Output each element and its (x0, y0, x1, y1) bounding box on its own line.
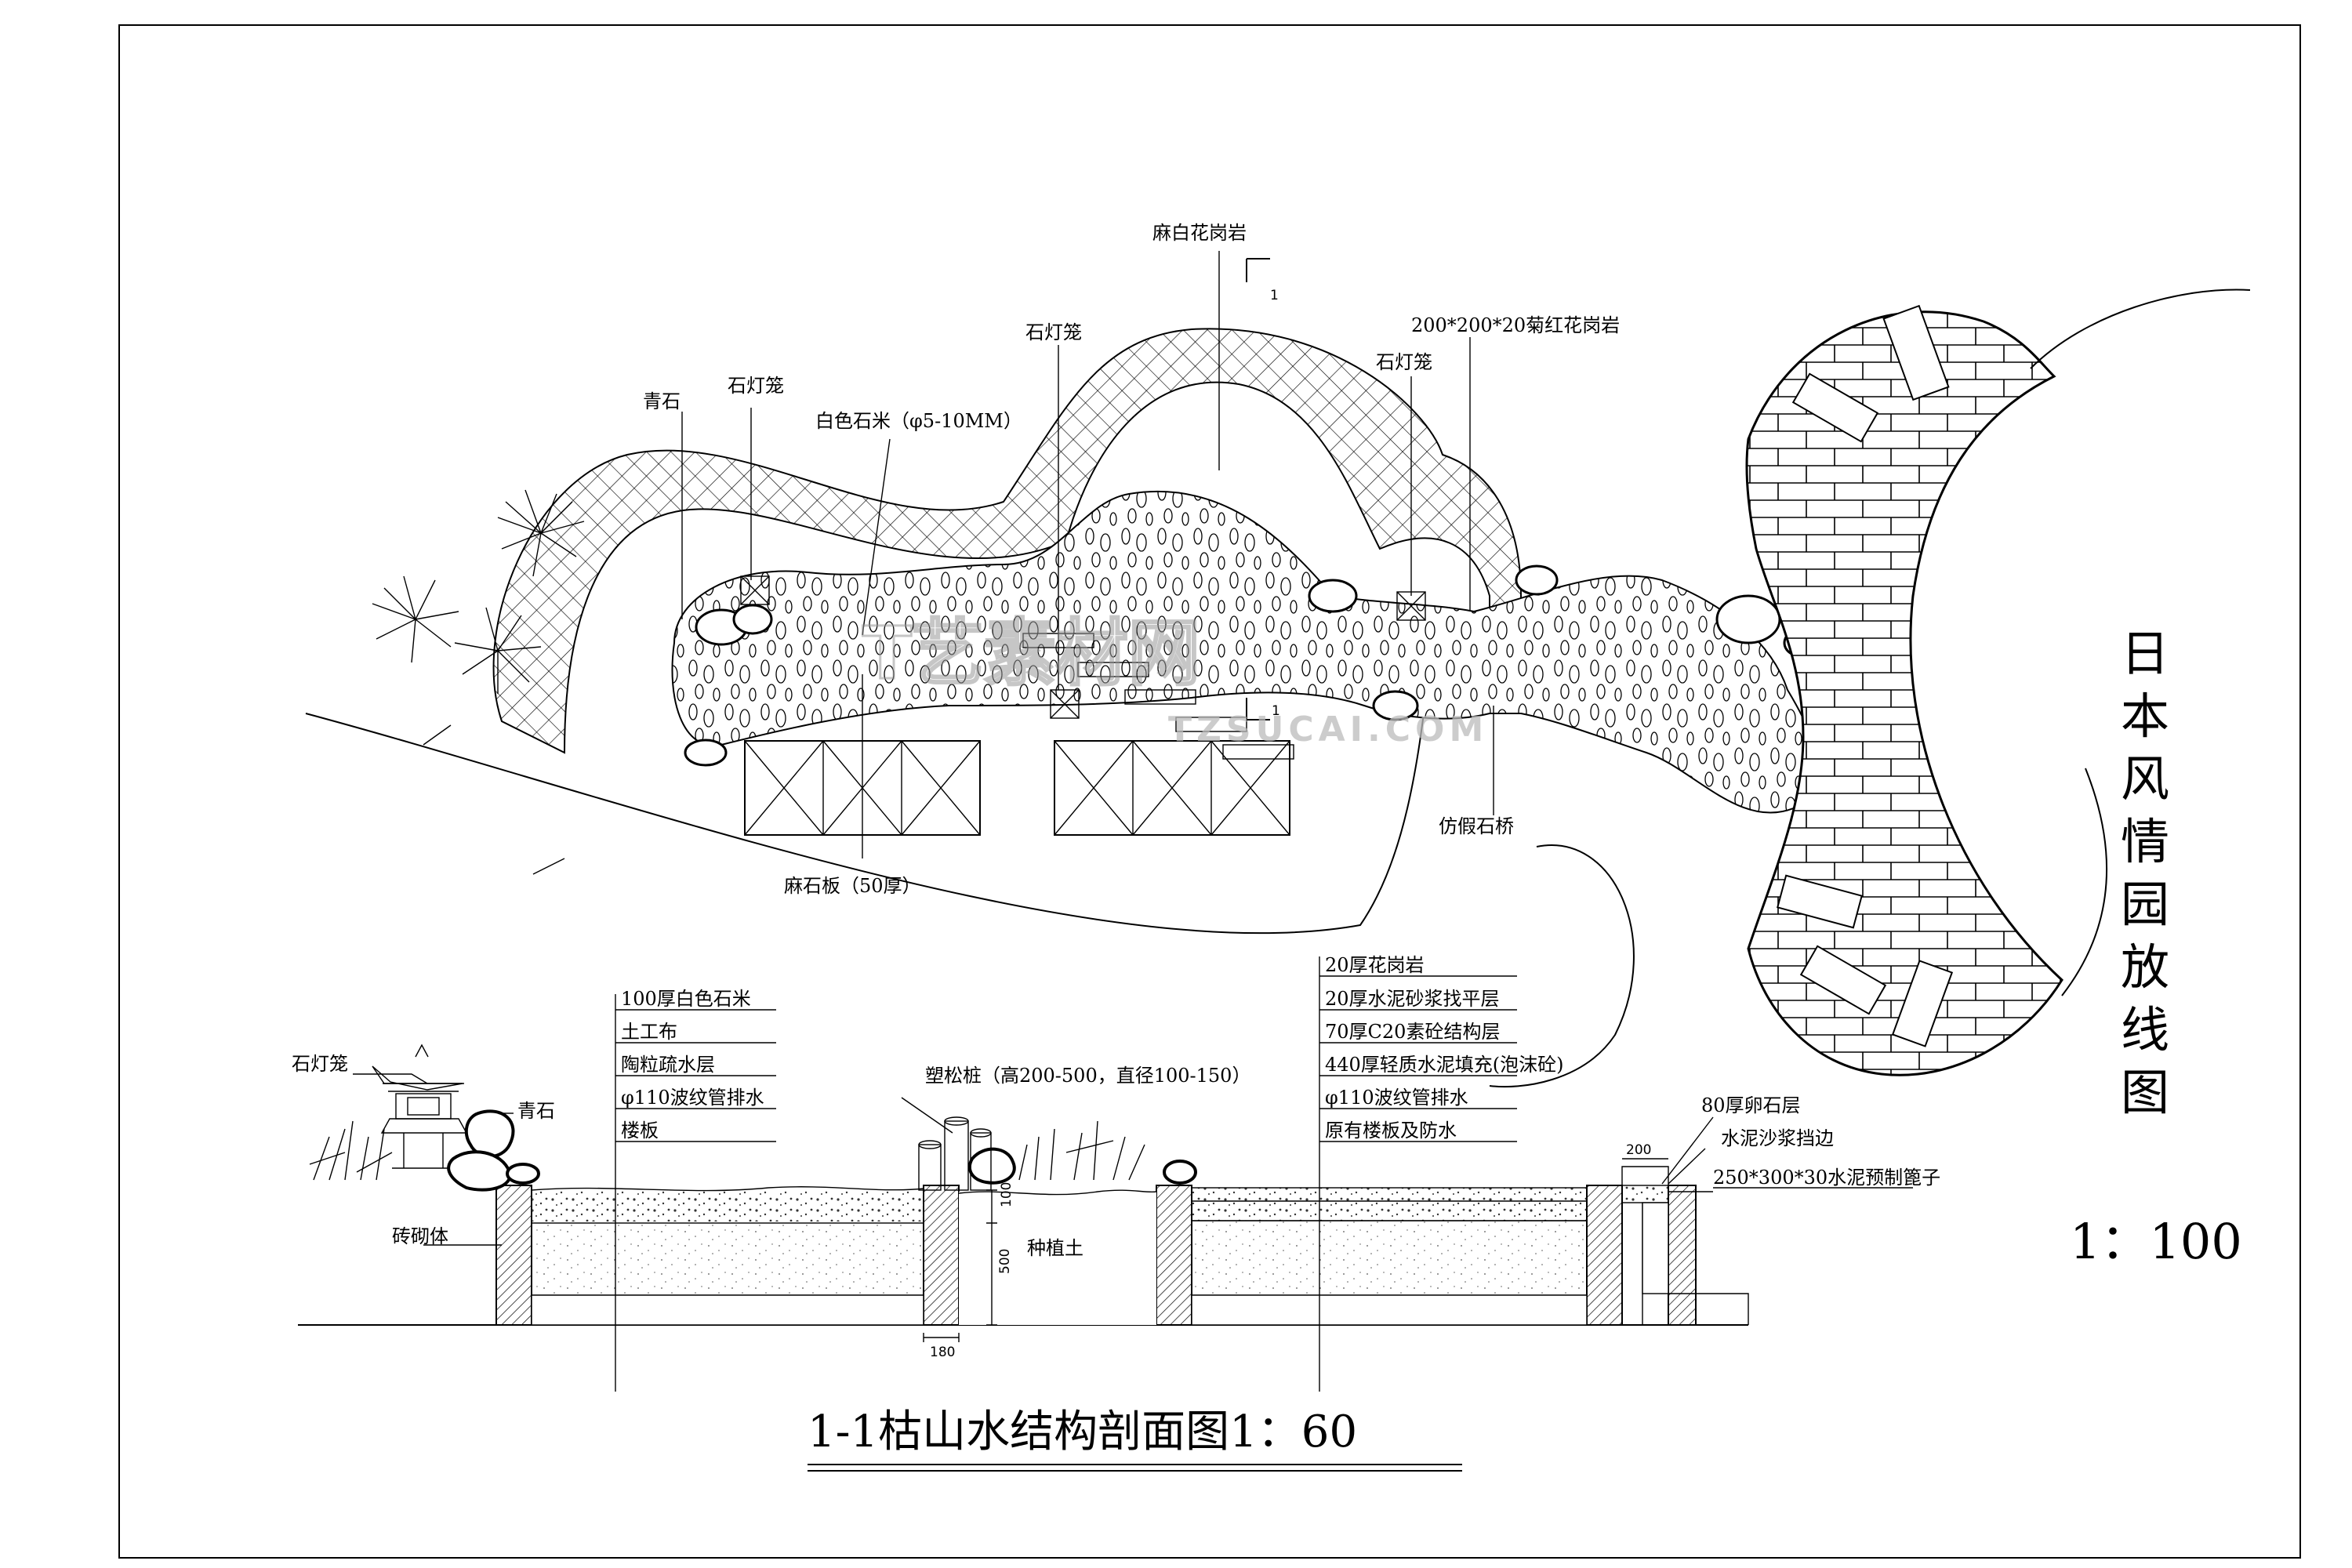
title-char-7: 线 (2121, 1001, 2169, 1058)
pine-posts (918, 1116, 992, 1191)
label-lantern-2: 石灯笼 (728, 375, 784, 397)
label-pine-post: 塑松桩（高200-500，直径100-150） (925, 1065, 1250, 1087)
watermark-sub: TZSUCAI.COM (1168, 710, 1488, 750)
right-layer-2: 20厚水泥砂浆找平层 (1325, 988, 1500, 1010)
watermark-main: T艺素材网 (862, 612, 1200, 695)
label-granite-top: 麻白花岗岩 (1152, 222, 1247, 244)
basin-2-soil (1191, 1220, 1588, 1296)
title-char-3: 风 (2121, 750, 2169, 808)
stone-slabs (744, 740, 1290, 836)
section-title-underline (808, 1464, 1462, 1472)
rocks (684, 564, 1824, 767)
label-stone-slab: 麻石板（50厚） (784, 875, 921, 897)
basin-2-gravel (1191, 1187, 1588, 1221)
lantern-marks (740, 575, 1426, 719)
title-char-8: 图 (2121, 1064, 2169, 1121)
left-layer-5: 楼板 (621, 1120, 659, 1142)
brick-stepping-stones (1777, 304, 1954, 1047)
section-mark-number-top: 1 (1270, 288, 1279, 303)
middle-shrubs (1018, 1120, 1145, 1181)
dim-180: 180 (930, 1345, 955, 1360)
label-mortar-edge: 水泥沙浆挡边 (1721, 1127, 1834, 1149)
plan-left-arc (305, 650, 1432, 935)
drain-pebbles (1621, 1185, 1669, 1203)
label-masonry: 砖砌体 (392, 1225, 448, 1247)
left-layer-2: 土工布 (621, 1021, 677, 1043)
plan-small-arc (1489, 844, 1635, 1088)
granite-mesh-band (492, 328, 1522, 754)
lantern-elevation (372, 1044, 468, 1169)
section-cut-mark (1246, 258, 1270, 720)
label-lantern-3: 石灯笼 (1376, 351, 1432, 373)
dim-100: 100 (999, 1182, 1014, 1207)
right-layer-3: 70厚C20素砼结构层 (1325, 1021, 1500, 1043)
masonry-wall-4 (1586, 1185, 1623, 1326)
basin-2-slab (1191, 1294, 1588, 1326)
label-lantern-1: 石灯笼 (1025, 321, 1082, 343)
section-mark-number-bottom: 1 (1272, 703, 1280, 719)
title-char-1: 日 (2121, 625, 2169, 682)
label-section-lantern: 石灯笼 (292, 1053, 348, 1075)
plan-title-vertical: 日 本 风 情 园 放 线 图 (2121, 625, 2169, 1121)
stepping-stones (1022, 633, 1294, 760)
brick-paving (1745, 310, 2063, 1076)
right-layer-1: 20厚花岗岩 (1325, 954, 1425, 976)
section-rocks (447, 1109, 1197, 1192)
title-char-4: 情 (2121, 813, 2169, 870)
left-layer-4: φ110波纹管排水 (621, 1087, 764, 1109)
title-char-5: 园 (2121, 876, 2169, 933)
dim-200: 200 (1626, 1142, 1651, 1158)
masonry-wall-5 (1668, 1185, 1697, 1326)
section-view: 100 500 180 200 100厚白色石米 土工布 陶粒疏水层 φ110波… (292, 954, 1940, 1472)
section-leaders (353, 956, 1913, 1392)
section-dimensions (923, 1158, 1668, 1342)
label-stone-bridge: 仿假石桥 (1439, 815, 1514, 837)
basin-1-gravel (532, 1190, 924, 1221)
drawing-border (118, 24, 2301, 1559)
watermark: T艺素材网 TZSUCAI.COM (862, 611, 1488, 750)
masonry-wall-3 (1156, 1185, 1192, 1326)
label-white-pebble: 白色石米（φ5-10MM） (815, 410, 1022, 432)
palm-trees (372, 489, 585, 694)
basin-1-slab (531, 1294, 924, 1326)
left-layer-1: 100厚白色石米 (621, 988, 751, 1010)
dim-500: 500 (997, 1249, 1013, 1274)
plan-leaders (681, 251, 1494, 858)
label-green-stone: 青石 (643, 390, 681, 412)
basin-1-soil (531, 1222, 924, 1296)
plan-view: 1 1 (305, 222, 2251, 1270)
masonry-wall-2 (923, 1185, 960, 1326)
right-layer-5: φ110波纹管排水 (1325, 1087, 1468, 1109)
label-grate: 250*300*30水泥预制篦子 (1713, 1167, 1940, 1189)
label-red-granite: 200*200*20菊红花岗岩 (1411, 314, 1620, 336)
title-char-2: 本 (2121, 688, 2169, 745)
section-title: 1-1枯山水结构剖面图1：60 (808, 1406, 1357, 1457)
masonry-wall-1 (495, 1185, 532, 1326)
title-char-6: 放 (2121, 938, 2169, 996)
label-planting-soil: 种植土 (1027, 1237, 1083, 1259)
left-shrub (309, 1120, 393, 1181)
left-layer-3: 陶粒疏水层 (621, 1054, 715, 1076)
right-layer-4: 440厚轻质水泥填充(泡沫砼) (1325, 1054, 1564, 1076)
right-layer-6: 原有楼板及防水 (1325, 1120, 1457, 1142)
plan-scale: 1：100 (2070, 1213, 2242, 1270)
label-section-green-stone: 青石 (517, 1100, 555, 1122)
pebble-pond (671, 490, 1817, 814)
label-pebble-layer: 80厚卵石层 (1701, 1094, 1801, 1116)
plan-outer-arc (2030, 289, 2251, 996)
